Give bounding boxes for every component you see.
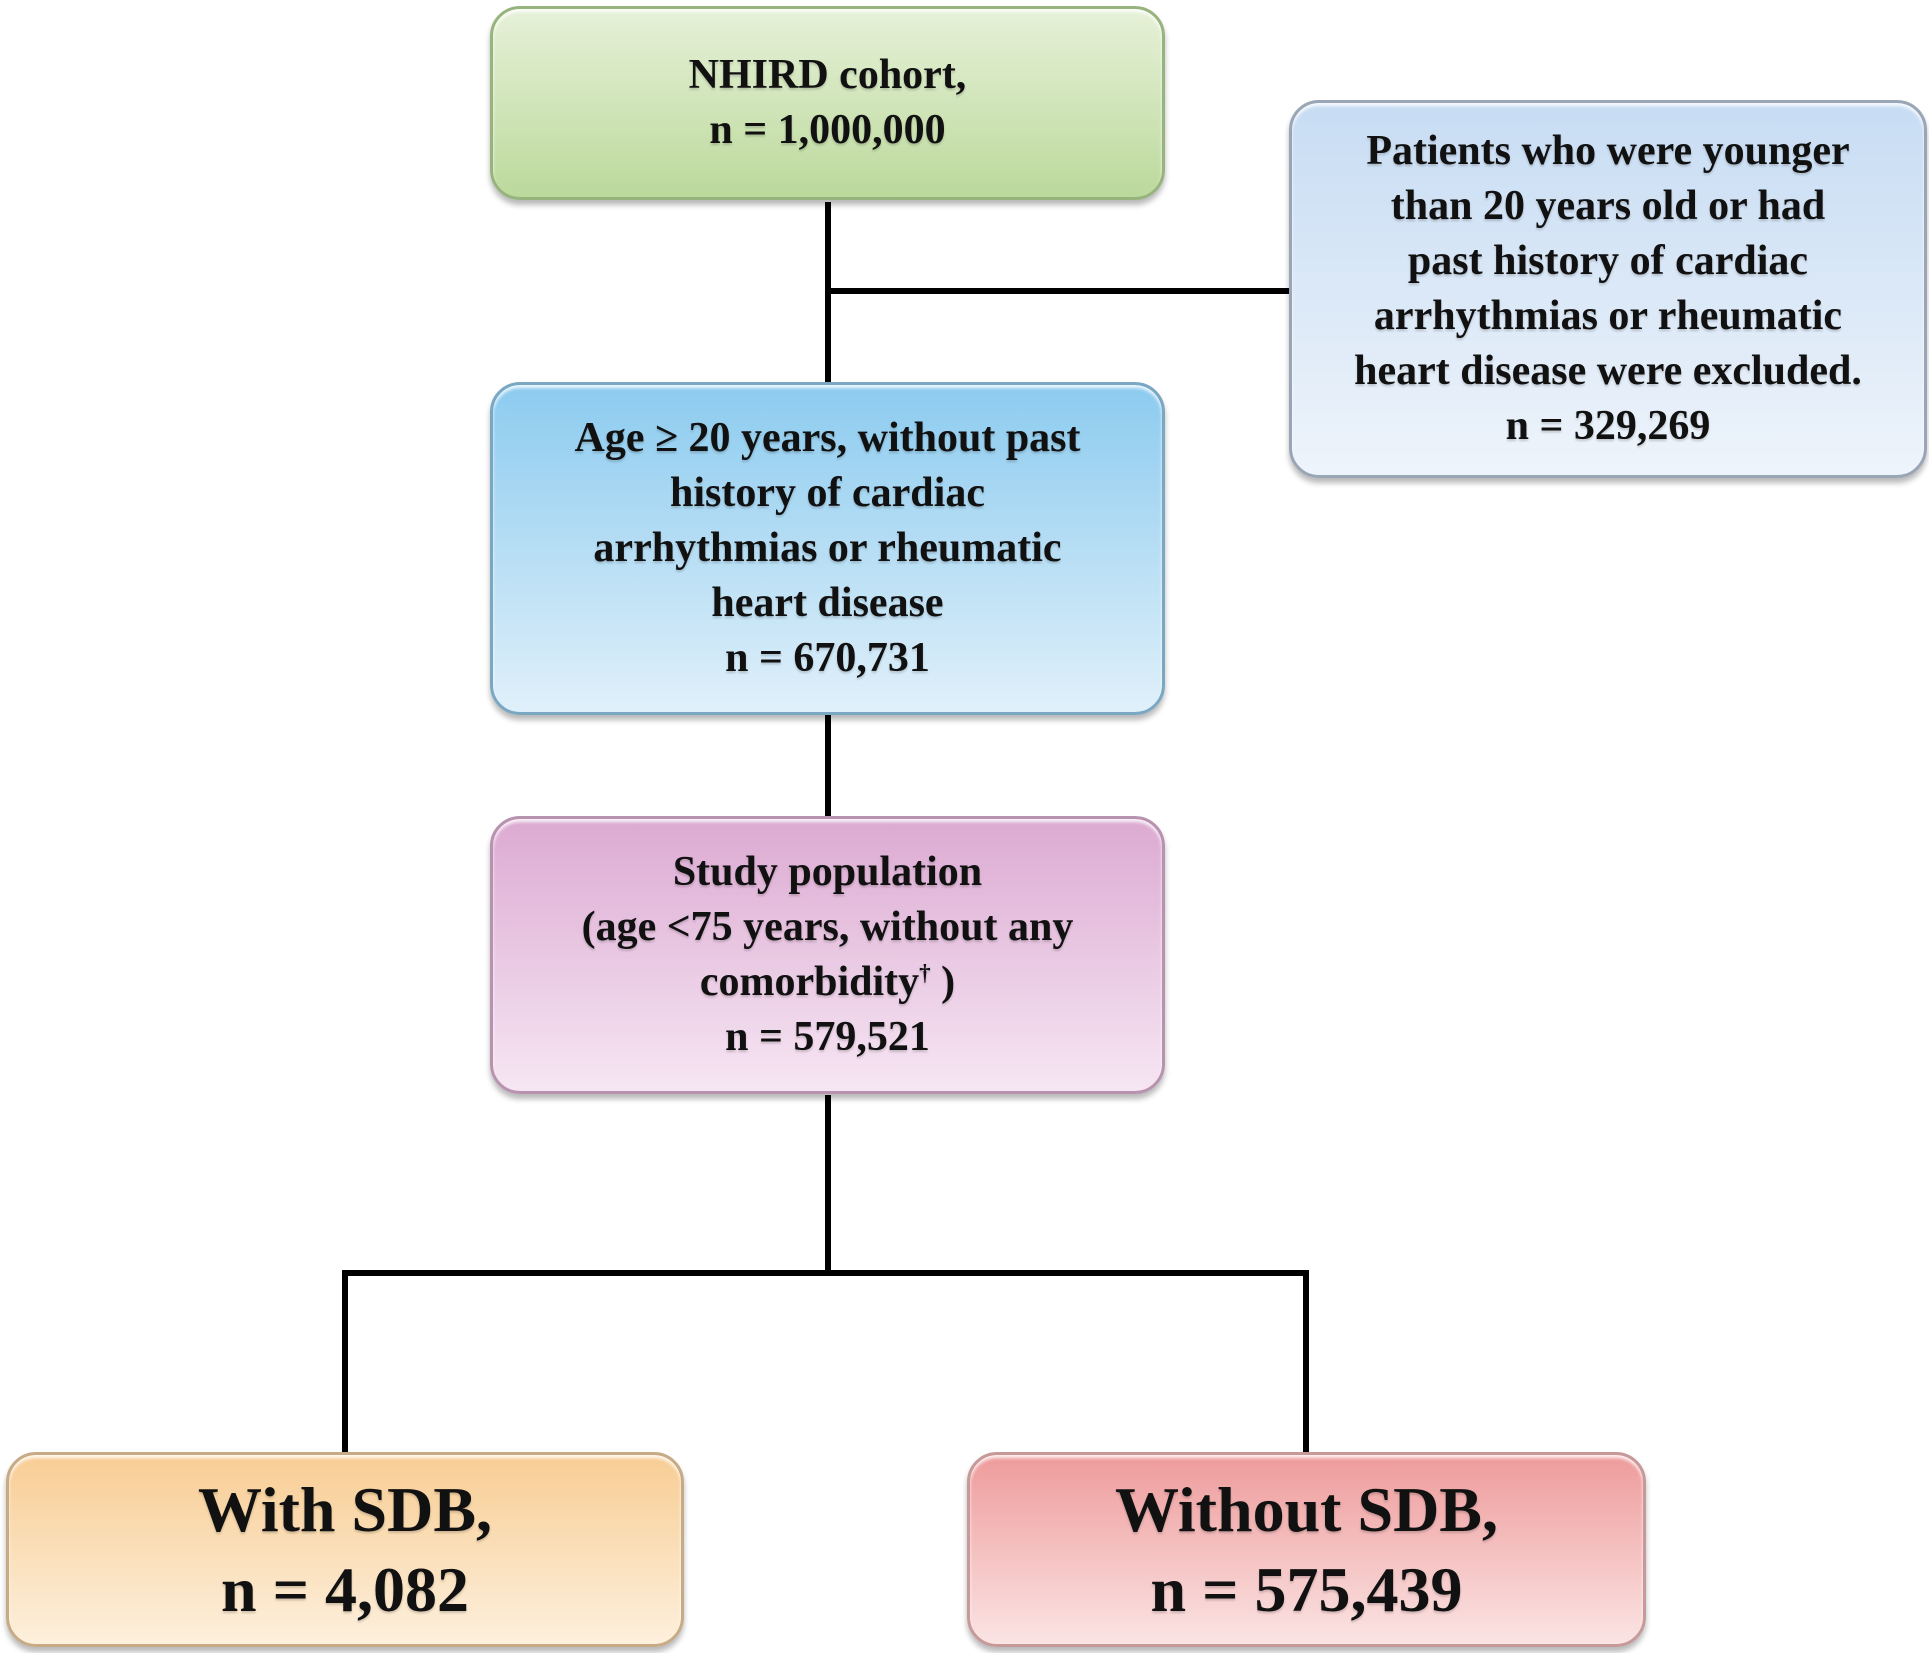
eligible-text-line-1: Age ≥ 20 years, without past <box>574 415 1081 461</box>
excluded-text-line-5: heart disease were excluded. <box>1354 348 1862 394</box>
eligible-count: n = 670,731 <box>725 635 930 681</box>
with-sdb-title: With SDB, <box>197 1473 493 1545</box>
without-sdb-title: Without SDB, <box>1115 1473 1498 1545</box>
cohort-title: NHIRD cohort, <box>688 52 967 98</box>
excluded-count: n = 329,269 <box>1505 403 1711 449</box>
study-population-box: Study population (age <75 years, without… <box>490 816 1165 1094</box>
study-criteria-line-1: (age <75 years, without any <box>581 904 1074 950</box>
excluded-text-line-1: Patients who were younger <box>1366 128 1850 174</box>
study-criteria-line-2: comorbidity† ) <box>700 955 955 1010</box>
excluded-text-line-4: arrhythmias or rheumatic <box>1373 293 1843 339</box>
study-title: Study population <box>672 849 983 895</box>
excluded-text-line-2: than 20 years old or had <box>1390 183 1826 229</box>
eligible-text-line-4: heart disease <box>711 580 944 626</box>
with-sdb-count: n = 4,082 <box>220 1553 470 1625</box>
cohort-box: NHIRD cohort, n = 1,000,000 <box>490 6 1165 200</box>
study-count: n = 579,521 <box>725 1014 930 1060</box>
eligible-text-line-2: history of cardiac <box>670 470 985 516</box>
without-sdb-count: n = 575,439 <box>1150 1553 1463 1625</box>
with-sdb-box: With SDB, n = 4,082 <box>6 1452 684 1647</box>
study-comorbidity-text: comorbidity <box>699 959 920 1005</box>
excluded-text-line-3: past history of cardiac <box>1407 238 1809 284</box>
eligible-text-line-3: arrhythmias or rheumatic <box>593 525 1062 571</box>
without-sdb-box: Without SDB, n = 575,439 <box>967 1452 1646 1647</box>
eligible-box: Age ≥ 20 years, without past history of … <box>490 382 1165 715</box>
excluded-box: Patients who were younger than 20 years … <box>1289 100 1927 478</box>
study-criteria-close-paren: ) <box>930 959 956 1005</box>
dagger-footnote-mark: † <box>919 959 931 985</box>
cohort-count: n = 1,000,000 <box>709 107 946 153</box>
